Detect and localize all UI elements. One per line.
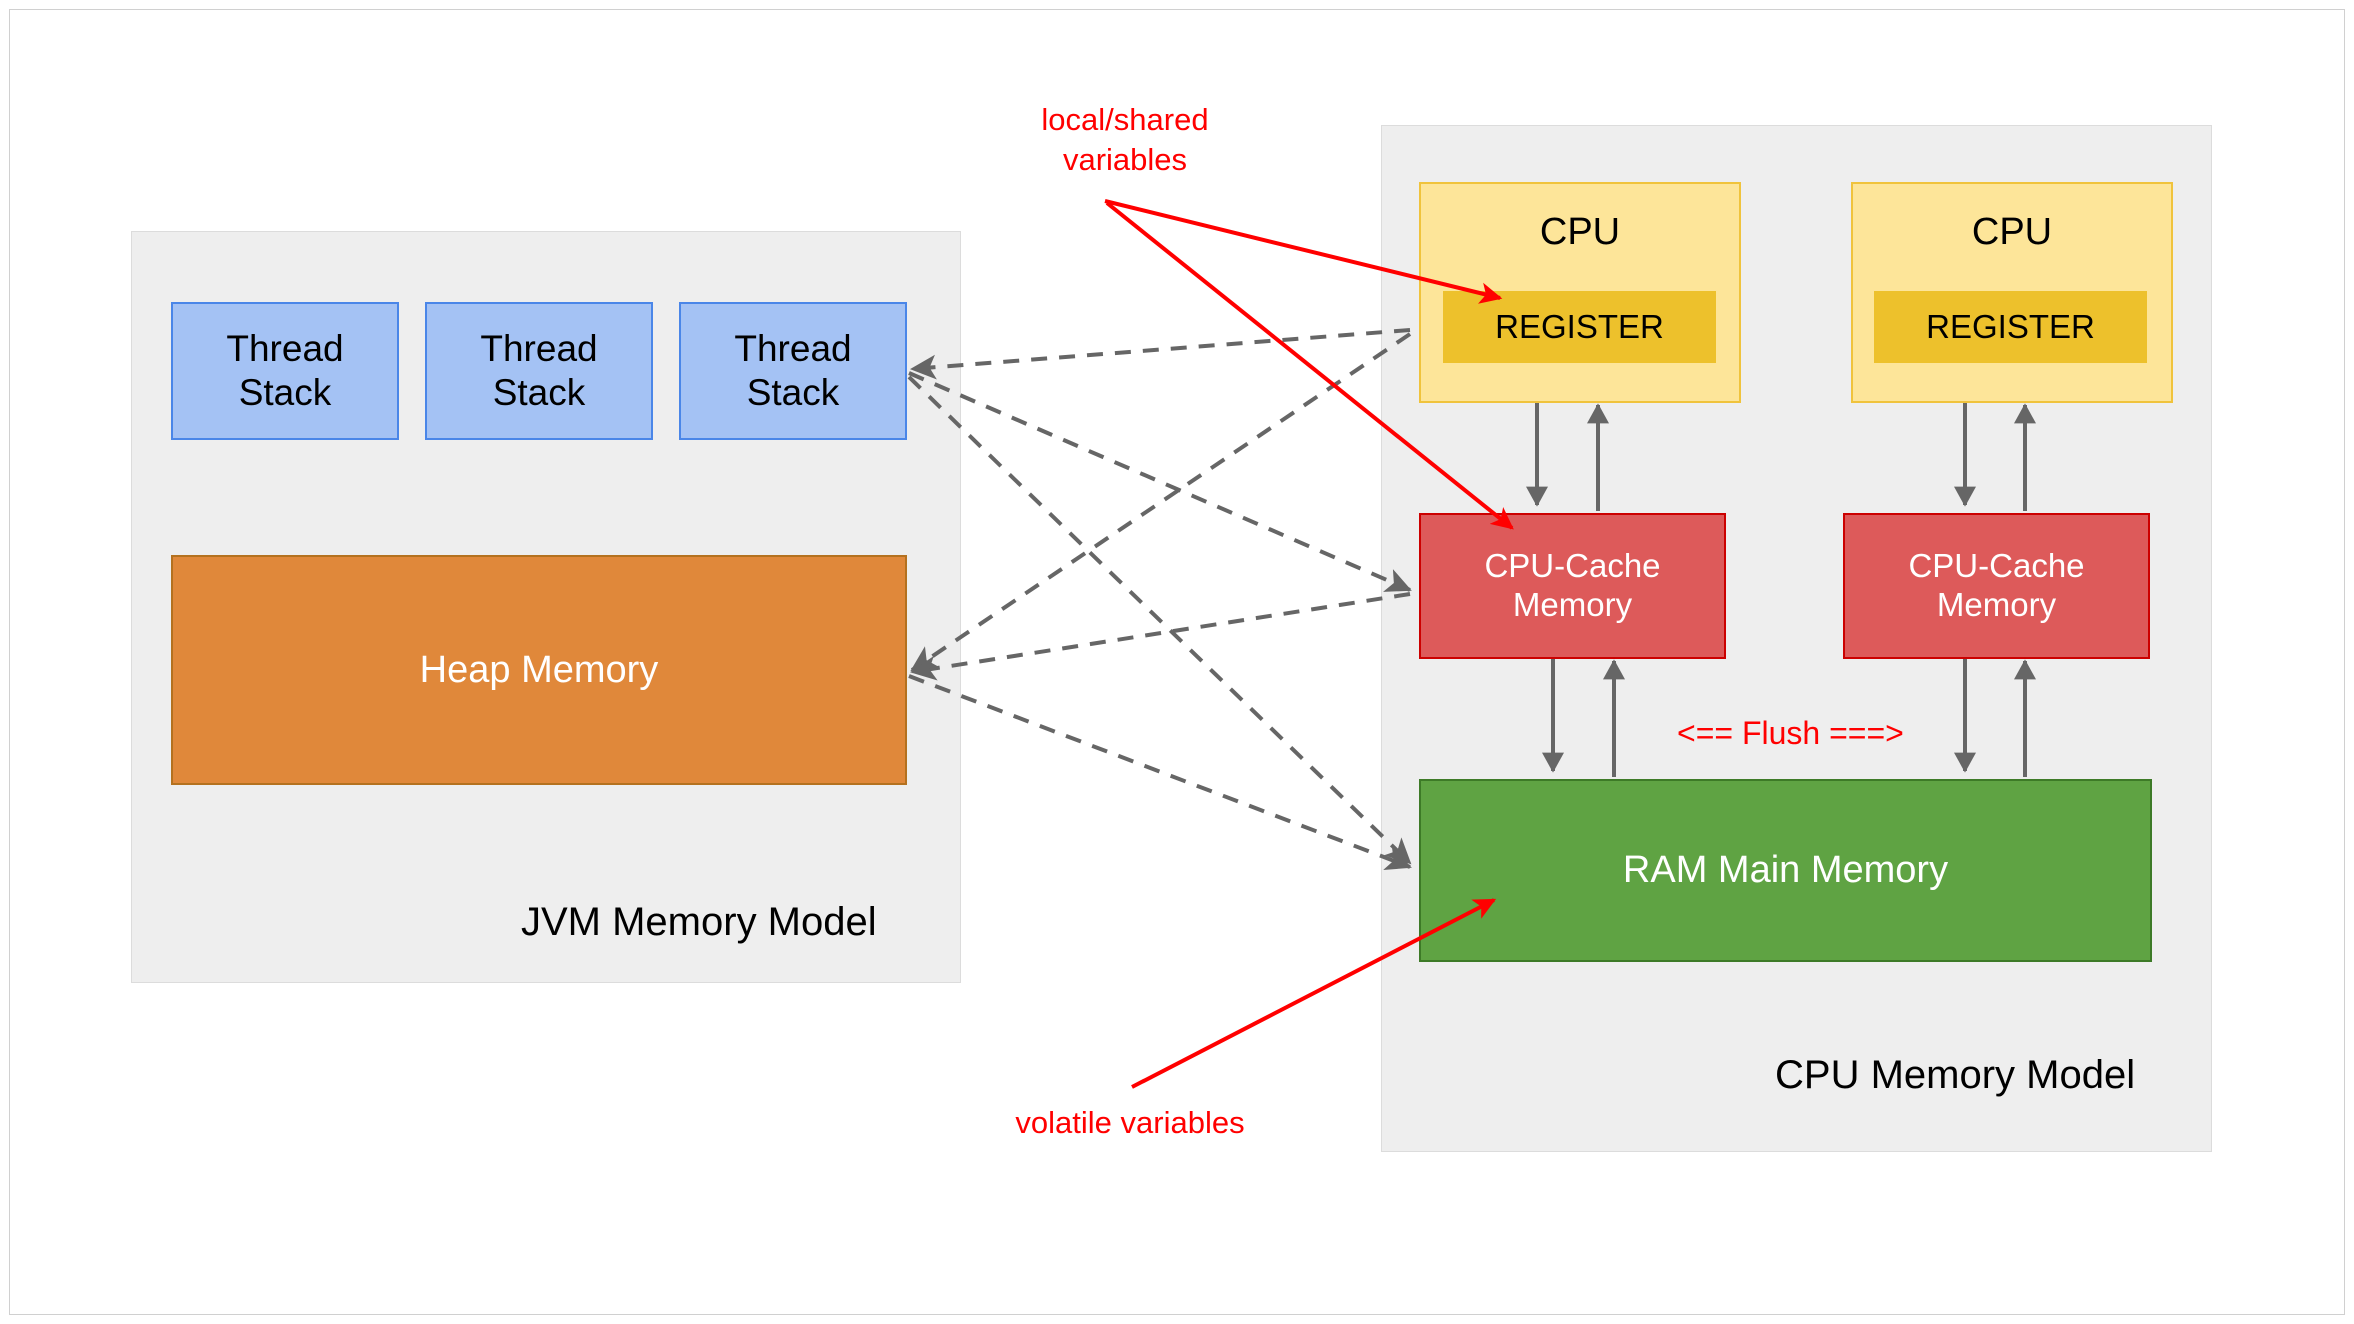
dashed-link-register1-to-threadstack [910,328,1411,380]
dashed-link-threadstack-to-ram [907,375,1412,865]
cpu-panel-label: CPU Memory Model [1775,1053,2136,1097]
annotation-local-shared-variables: local/shared variables [1041,102,1209,178]
heap-memory-box[interactable]: Heap Memory [171,555,907,785]
dashed-link-threadstack-to-cache1 [908,371,1412,592]
dashed-link-heap-to-ram [908,674,1412,871]
thread-stack-box-2[interactable]: Thread Stack [425,302,653,440]
cpu-cache-box-1[interactable]: CPU-Cache Memory [1419,513,1726,659]
thread-stack-box-1[interactable]: Thread Stack [171,302,399,440]
cpu-cache-box-2[interactable]: CPU-Cache Memory [1843,513,2150,659]
dashed-link-register1-to-heap [910,332,1412,672]
thread-stack-box-3[interactable]: Thread Stack [679,302,907,440]
flush-label: <== Flush ===> [1677,715,1904,751]
register-box-2[interactable]: REGISTER [1874,291,2147,363]
annotation-volatile-variables: volatile variables [1015,1105,1245,1140]
dashed-link-cache1-to-heap [910,592,1411,681]
jvm-panel-label: JVM Memory Model [521,900,877,944]
ram-main-memory-box[interactable]: RAM Main Memory [1419,779,2152,962]
register-box-1[interactable]: REGISTER [1443,291,1716,363]
